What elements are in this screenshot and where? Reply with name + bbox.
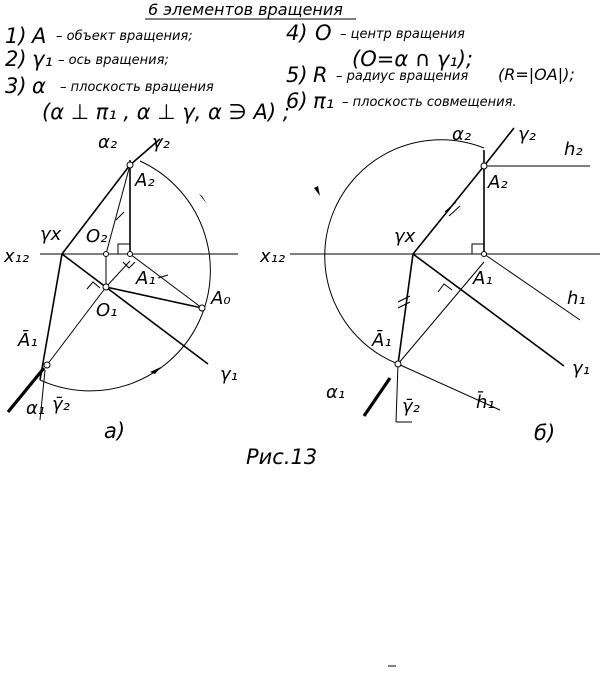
fig-b-gamma2bar-line xyxy=(395,363,399,423)
fig-b-label-gammax: γx xyxy=(394,226,416,247)
figure-caption: Рис.13 xyxy=(246,445,317,469)
item2-symbol: γ₁ xyxy=(32,47,53,71)
item4-num: 4) xyxy=(286,21,308,45)
fig-a-point-a2 xyxy=(126,161,134,169)
fig-a-alpha1-line xyxy=(39,253,63,381)
fig-a-arc-arrow-top xyxy=(199,194,207,204)
fig-b-h1-line xyxy=(483,253,581,321)
item5-text: – радиус вращения xyxy=(336,69,468,84)
fig-b-tick-2a xyxy=(397,295,411,303)
fig-b-gamma1-line xyxy=(412,253,565,367)
fig-a-rotation-arc xyxy=(39,160,211,392)
fig-b-alpha1-line xyxy=(397,253,414,365)
fig-b-tick-1a xyxy=(444,201,457,213)
item6-num: 6) xyxy=(286,89,308,113)
item1-text: – объект вращения; xyxy=(56,29,193,44)
fig-a-point-a0 xyxy=(198,304,206,312)
fig-b-label-gamma1: γ₁ xyxy=(572,358,590,379)
fig-a-tick-2 xyxy=(157,274,169,279)
fig-a-point-a1bar xyxy=(43,361,51,369)
fig-a-gamma1-line xyxy=(61,253,209,365)
item3-symbol: α xyxy=(32,74,46,98)
fig-a-label-a0: A₀ xyxy=(210,288,231,309)
fig-b-label-a2: A₂ xyxy=(487,172,508,193)
item3-formula: (α ⊥ π₁ , α ⊥ γ, α ∋ A) ; xyxy=(42,100,290,124)
fig-a-gamma2-line xyxy=(129,138,161,166)
fig-a-label-alpha2: α₂ xyxy=(98,132,117,153)
fig-a-right-angle-top xyxy=(117,243,130,254)
fig-a-o2-a2-line xyxy=(105,164,131,255)
fig-a-label-gamma1: γ₁ xyxy=(220,364,238,385)
fig-b-alpha1-thick xyxy=(362,377,392,417)
fig-a-point-o2 xyxy=(103,251,109,257)
header-title: 6 элементов вращения xyxy=(148,0,343,19)
fig-a-label-o1: O₁ xyxy=(96,300,117,321)
item1-num: 1) xyxy=(5,24,27,48)
fig-a-label-gamma2: γ₂ xyxy=(152,132,170,153)
item1-symbol: A xyxy=(30,24,46,48)
fig-a-label-o2: O₂ xyxy=(86,226,107,247)
fig-b-a1bar-a1-line xyxy=(397,261,485,365)
fig-a-point-a1-axis xyxy=(127,251,133,257)
fig-a-tick-1 xyxy=(115,211,125,221)
figure-b: α₂ γ₂ h₂ A₂ γx x₁₂ A₁ h₁ Ā₁ γ₁ α₁ γ̄₂ h̄… xyxy=(259,124,600,445)
fig-b-point-a1bar xyxy=(394,360,402,368)
fig-b-right-angle-top xyxy=(471,243,484,254)
item3-num: 3) xyxy=(5,74,27,98)
fig-a-alpha1-thick xyxy=(6,366,46,414)
item4-symbol: O xyxy=(315,21,332,45)
item6-text: – плоскость совмещения. xyxy=(342,95,517,110)
fig-a-point-o1 xyxy=(102,283,110,291)
fig-b-rotation-arc xyxy=(324,139,485,365)
fig-a-label-alpha1: α₁ xyxy=(26,398,45,419)
fig-a-radius-line xyxy=(105,286,203,309)
figure-a: α₂ γ₂ A₂ γx O₂ x₁₂ A₁ A₀ O₁ Ā₁ γ₁ α₁ γ̄₂… xyxy=(3,132,238,443)
fig-b-gamma2-line xyxy=(483,127,515,167)
fig-a-a1-a0-line xyxy=(129,253,203,309)
fig-b-label-alpha1: α₁ xyxy=(326,382,345,403)
item6-symbol: π₁ xyxy=(313,89,334,113)
item2-text: – ось вращения; xyxy=(58,53,169,68)
fig-b-point-a1 xyxy=(481,251,487,257)
fig-b-tick-1b xyxy=(448,205,461,217)
item5-num: 5) xyxy=(286,63,308,87)
fig-b-label-gamma2: γ₂ xyxy=(518,124,536,145)
item5-symbol: R xyxy=(313,63,328,87)
fig-a-caption: а) xyxy=(104,419,125,443)
item5-formula: (R=|OA|); xyxy=(498,65,575,84)
fig-a-label-a1: A₁ xyxy=(135,268,156,289)
fig-a-label-a1bar: Ā₁ xyxy=(17,329,38,351)
fig-b-label-h1bar: h̄₁ xyxy=(476,391,495,413)
fig-a-gamma2bar-line xyxy=(39,369,46,421)
fig-a-gamma-trace xyxy=(61,164,131,255)
fig-a-right-angle-o1 xyxy=(86,281,101,290)
fig-b-label-h1: h₁ xyxy=(567,288,586,309)
fig-a-label-gamma2bar: γ̄₂ xyxy=(52,394,70,415)
fig-b-label-x12: x₁₂ xyxy=(259,246,285,267)
fig-b-label-alpha2: α₂ xyxy=(452,124,471,145)
fig-a-arc-arrow-bottom xyxy=(150,367,161,374)
fig-a-label-x12: x₁₂ xyxy=(3,246,29,267)
fig-b-point-a2 xyxy=(480,162,488,170)
fig-a-a1bar-o1-line xyxy=(46,286,107,366)
fig-b-caption: б) xyxy=(534,421,555,445)
fig-b-arc-arrow xyxy=(314,186,320,196)
fig-a-label-a2: A₂ xyxy=(134,170,155,191)
fig-b-h1bar-line xyxy=(397,363,501,411)
item4-text: – центр вращения xyxy=(340,27,465,42)
fig-b-gamma-trace xyxy=(412,165,485,255)
fig-b-label-gamma2bar: γ̄₂ xyxy=(402,396,420,417)
fig-b-label-h2: h₂ xyxy=(564,139,583,160)
fig-a-right-angle-a1 xyxy=(122,261,136,269)
fig-b-tick-2b xyxy=(397,301,411,309)
fig-b-label-a1: A₁ xyxy=(472,268,493,289)
fig-a-label-gammax: γx xyxy=(40,224,62,245)
fig-b-right-angle-mid xyxy=(437,283,453,293)
item2-num: 2) xyxy=(5,47,27,71)
item4-formula: (O=α ∩ γ₁); xyxy=(352,47,473,71)
item3-text: – плоскость вращения xyxy=(60,80,214,95)
fig-b-label-a1bar: Ā₁ xyxy=(371,329,392,351)
